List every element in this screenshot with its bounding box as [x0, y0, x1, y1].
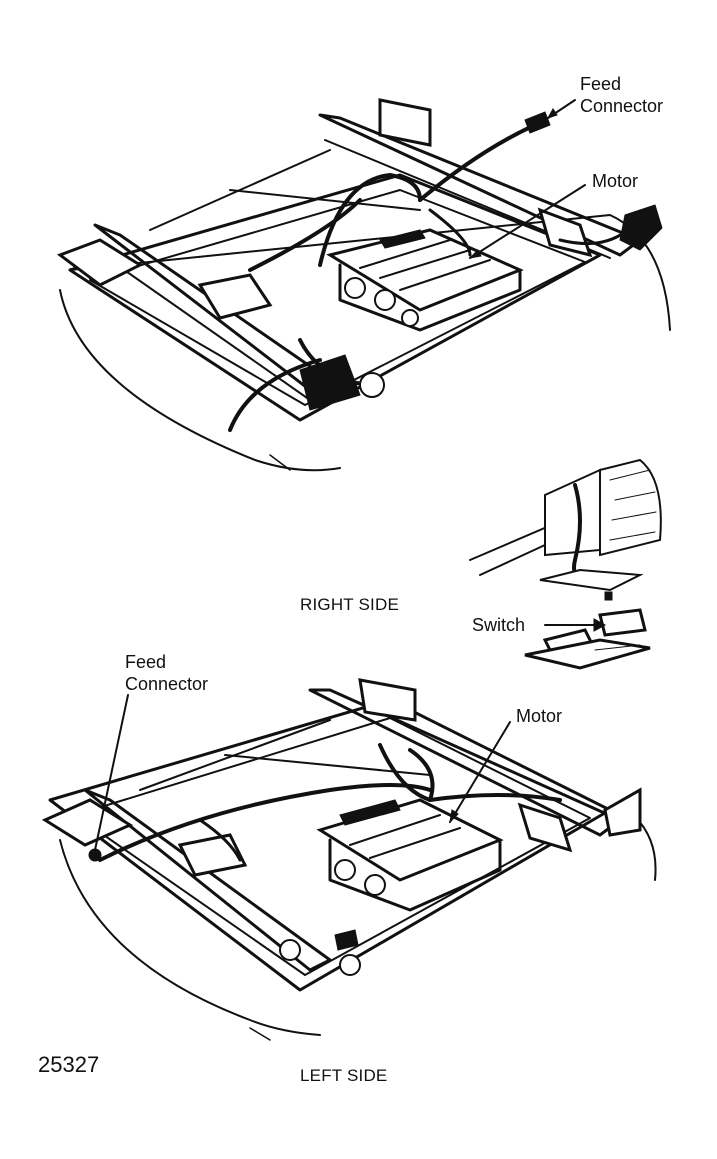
bottom-feed-connector-leader	[94, 694, 129, 851]
left-side-caption: LEFT SIDE	[300, 1066, 388, 1085]
switch-label: Switch	[472, 615, 526, 635]
bottom-motor-leader	[449, 721, 511, 823]
right-side-caption: RIGHT SIDE	[300, 595, 399, 614]
right-side-motor	[326, 228, 524, 332]
top-motor-arrowhead	[468, 249, 482, 259]
top-motor-leader	[469, 184, 586, 259]
bottom-motor-label: Motor	[516, 706, 563, 726]
switch-inset	[469, 458, 662, 670]
left-side-seat-track-assembly	[41, 678, 657, 1041]
left-side-motor	[316, 798, 504, 912]
top-motor-label: Motor	[592, 171, 639, 191]
figure-number: 25327	[38, 1052, 100, 1077]
switch-arrowhead	[593, 618, 607, 632]
right-side-seat-track-assembly	[56, 98, 671, 472]
top-feed-connector-label-line1: Feed	[580, 74, 622, 94]
bottom-feed-connector-label: Feed Connector	[125, 651, 208, 695]
top-feed-connector-arrowhead	[546, 108, 558, 119]
top-feed-connector-label: Feed Connector	[580, 73, 663, 117]
top-feed-connector-label-line2: Connector	[580, 96, 664, 116]
bottom-motor-arrowhead	[449, 809, 459, 824]
bottom-feed-connector-label-line2: Connector	[125, 674, 209, 694]
bottom-feed-connector-label-line1: Feed	[125, 652, 167, 672]
seat-switch	[524, 608, 651, 670]
